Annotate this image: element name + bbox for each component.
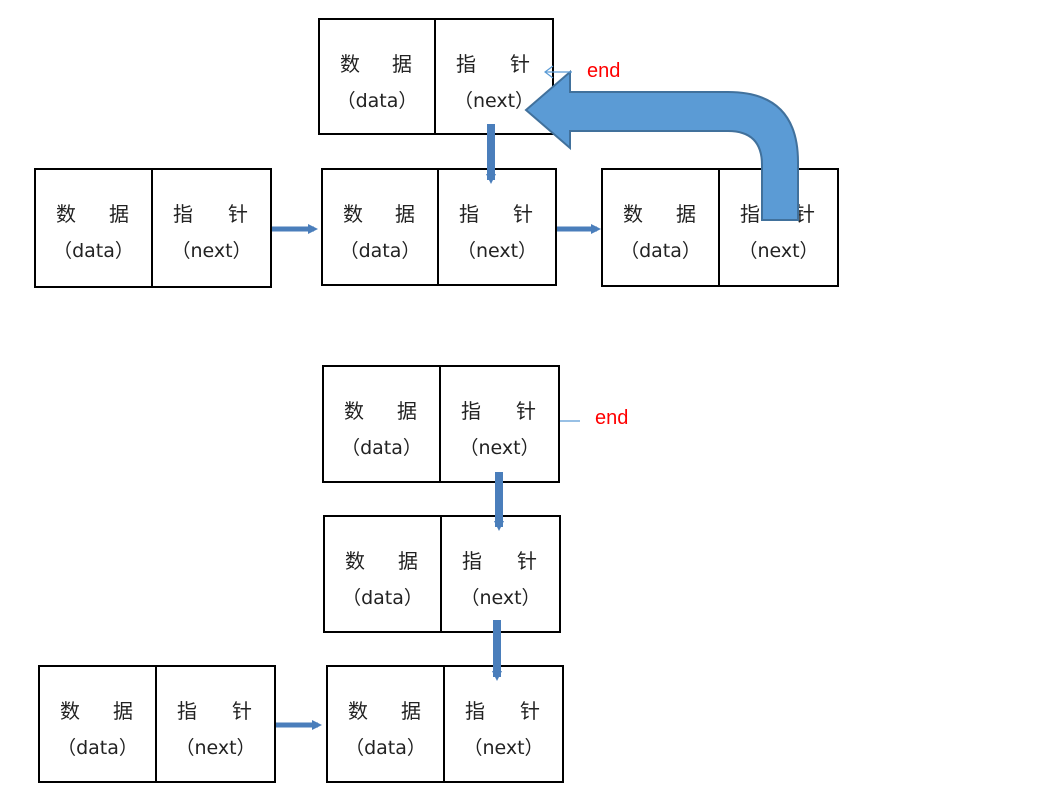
next-label: （next） [453,90,535,112]
ptr-char-1: 指 [462,549,482,573]
data-char-2: 据 [109,202,129,226]
ptr-char-1: 指 [459,202,479,226]
list-node-1-top: 数 据 （data） 指 针 （next） [34,168,272,288]
pointer-field: 指 针 （next） [439,170,555,284]
data-char-1: 数 [344,399,364,423]
ptr-char-1: 指 [461,399,481,423]
pointer-field: 指 针 （next） [445,667,562,781]
ptr-char-2: 针 [510,52,530,76]
data-char-1: 数 [60,699,80,723]
data-field: 数 据 （data） [325,517,442,631]
pointer-field: 指 针 （next） [436,20,552,133]
ptr-char-2: 针 [517,549,537,573]
stack-node-1: 数 据 （data） 指 针 （next） [322,365,560,483]
ptr-char-2: 针 [228,202,248,226]
next-label: （next） [459,437,540,459]
pointer-field: 指 针 （next） [720,170,837,285]
newnode-top: 数 据 （data） 指 针 （next） [318,18,554,135]
data-field: 数 据 （data） [40,667,157,781]
data-char-1: 数 [56,202,76,226]
pointer-field: 指 针 （next） [153,170,270,286]
pointer-field: 指 针 （next） [441,367,558,481]
pointer-field: 指 针 （next） [442,517,559,631]
ptr-char-1: 指 [456,52,476,76]
data-label: （data） [341,437,422,459]
next-label: （next） [463,737,544,759]
ptr-char-2: 针 [516,399,536,423]
ptr-char-1: 指 [177,699,197,723]
data-char-1: 数 [343,202,363,226]
data-char-2: 据 [398,549,418,573]
list-node-2-top: 数 据 （data） 指 针 （next） [321,168,557,286]
end-pointer-head-top [544,65,554,79]
data-char-2: 据 [395,202,415,226]
data-char-2: 据 [113,699,133,723]
bottom-node-right: 数 据 （data） 指 针 （next） [326,665,564,783]
data-field: 数 据 （data） [328,667,445,781]
end-label-top: end [587,60,621,82]
bottom-node-left: 数 据 （data） 指 针 （next） [38,665,276,783]
data-label: （data） [53,240,134,262]
data-field: 数 据 （data） [320,20,436,133]
data-char-2: 据 [401,699,421,723]
data-label: （data） [57,737,138,759]
data-char-1: 数 [623,202,643,226]
next-label: （next） [738,240,819,262]
next-label: （next） [175,737,256,759]
data-label: （data） [339,240,421,262]
next-label: （next） [456,240,538,262]
ptr-char-2: 针 [520,699,540,723]
ptr-char-2: 针 [232,699,252,723]
ptr-char-1: 指 [740,202,760,226]
pointer-field: 指 针 （next） [157,667,274,781]
data-char-1: 数 [345,549,365,573]
stack-node-2: 数 据 （data） 指 针 （next） [323,515,561,633]
data-char-2: 据 [676,202,696,226]
data-char-1: 数 [348,699,368,723]
list-node-3-top: 数 据 （data） 指 针 （next） [601,168,839,287]
data-field: 数 据 （data） [324,367,441,481]
next-label: （next） [171,240,252,262]
data-label: （data） [342,587,423,609]
ptr-char-2: 针 [513,202,533,226]
data-field: 数 据 （data） [603,170,720,285]
data-label: （data） [336,90,418,112]
curved-return-arrow [524,69,799,221]
end-label-bottom: end [595,407,629,429]
ptr-char-1: 指 [173,202,193,226]
ptr-char-2: 针 [795,202,815,226]
ptr-char-1: 指 [465,699,485,723]
data-char-1: 数 [340,52,360,76]
data-label: （data） [620,240,701,262]
data-field: 数 据 （data） [36,170,153,286]
data-char-2: 据 [392,52,412,76]
data-char-2: 据 [397,399,417,423]
data-field: 数 据 （data） [323,170,439,284]
next-label: （next） [460,587,541,609]
data-label: （data） [345,737,426,759]
